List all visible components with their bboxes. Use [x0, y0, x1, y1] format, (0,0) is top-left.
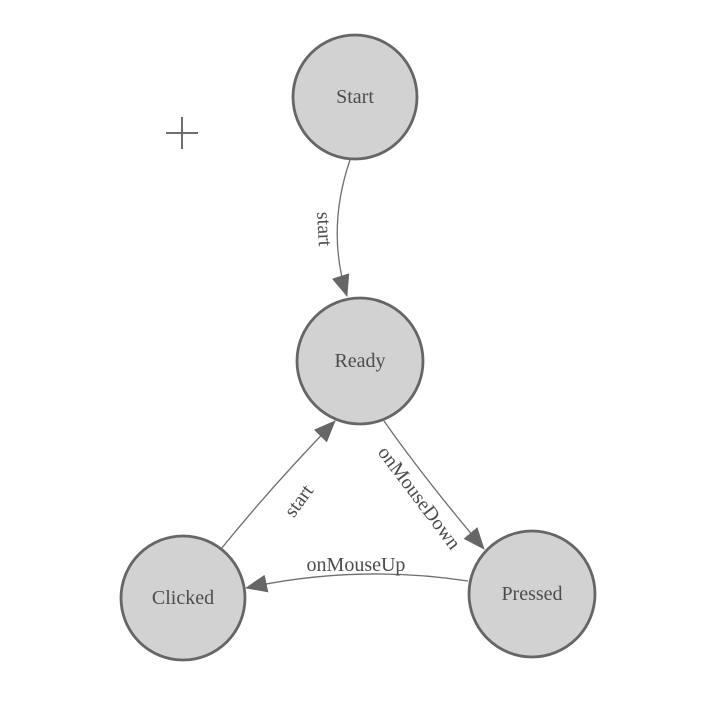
edge-path[interactable]	[383, 420, 485, 550]
edge-path[interactable]	[245, 573, 469, 593]
edge-label: onMouseDown	[373, 442, 465, 554]
edge-label: start	[280, 480, 318, 521]
node-circle[interactable]	[119, 534, 247, 662]
node-label: Start	[336, 86, 374, 108]
edge-label: start	[312, 211, 336, 247]
node-ready[interactable]: Ready	[295, 296, 425, 426]
node-start[interactable]: Start	[291, 33, 419, 161]
node-circle[interactable]	[295, 296, 425, 426]
edge-start-to-ready[interactable]: start	[312, 159, 351, 297]
edge-pressed-to-clicked[interactable]: onMouseUp	[245, 554, 469, 593]
edge-path[interactable]	[220, 420, 336, 550]
node-circle[interactable]	[291, 33, 419, 161]
node-pressed[interactable]: Pressed	[467, 529, 597, 659]
crosshair-icon	[166, 117, 198, 149]
node-clicked[interactable]: Clicked	[119, 534, 247, 662]
node-label: Pressed	[501, 583, 562, 605]
edge-label: onMouseUp	[307, 554, 406, 576]
node-label: Ready	[334, 350, 385, 372]
edge-ready-to-pressed[interactable]: onMouseDown	[373, 420, 485, 554]
edge-path[interactable]	[332, 159, 351, 297]
node-label: Clicked	[152, 587, 214, 609]
edge-clicked-to-ready[interactable]: start	[220, 420, 336, 550]
node-circle[interactable]	[467, 529, 597, 659]
